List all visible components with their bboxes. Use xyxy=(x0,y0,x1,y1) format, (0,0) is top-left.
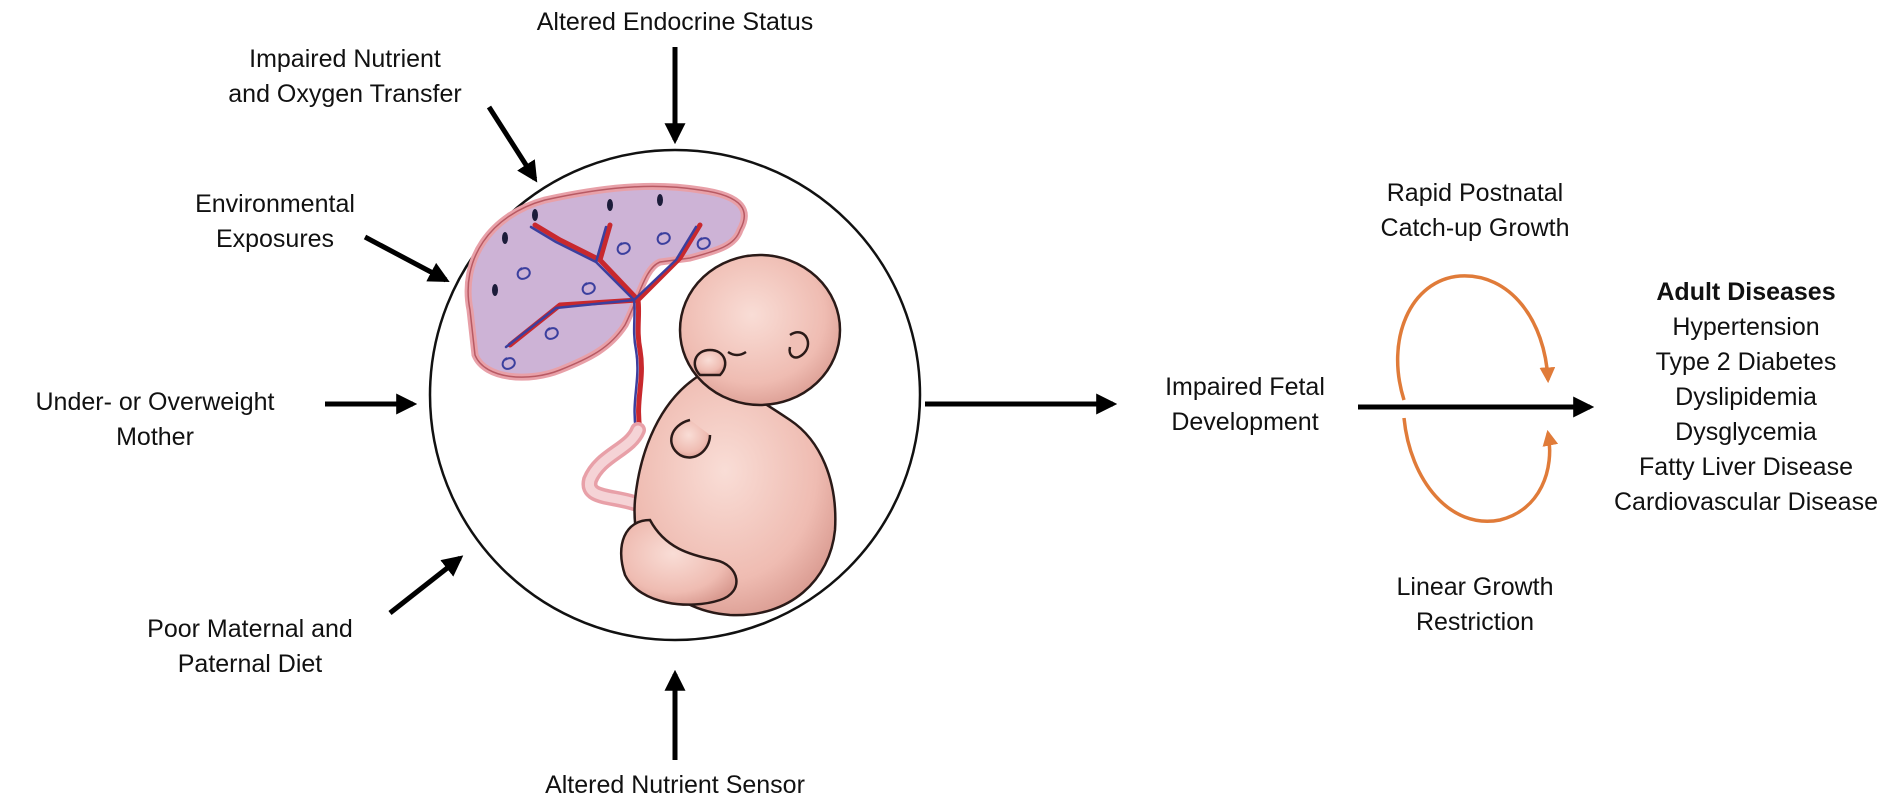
disease-item: Type 2 Diabetes xyxy=(1593,345,1899,380)
label-fetal-development-line2: Development xyxy=(1145,405,1345,440)
label-endocrine: Altered Endocrine Status xyxy=(520,5,830,40)
disease-item: Hypertension xyxy=(1593,310,1899,345)
label-fetal-development-line1: Impaired Fetal xyxy=(1145,370,1345,405)
label-diet-line2: Paternal Diet xyxy=(125,647,375,682)
label-environmental: Environmental Exposures xyxy=(175,187,375,257)
disease-item: Dysglycemia xyxy=(1593,415,1899,450)
cycle-arrow-bottom xyxy=(1404,418,1550,521)
label-diet-line1: Poor Maternal and xyxy=(125,612,375,647)
label-growth-restriction: Linear Growth Restriction xyxy=(1375,570,1575,640)
label-endocrine-text: Altered Endocrine Status xyxy=(520,5,830,40)
label-sensor: Altered Nutrient Sensor xyxy=(515,768,835,803)
cycle-arrow-top xyxy=(1398,276,1548,400)
label-restriction-line2: Restriction xyxy=(1375,605,1575,640)
arrow-environmental xyxy=(365,237,446,280)
label-environmental-line1: Environmental xyxy=(175,187,375,222)
label-catch-up-growth: Rapid Postnatal Catch-up Growth xyxy=(1365,176,1585,246)
adult-diseases-title: Adult Diseases xyxy=(1593,275,1899,310)
label-mother-line1: Under- or Overweight xyxy=(5,385,305,420)
label-mother: Under- or Overweight Mother xyxy=(5,385,305,455)
label-diet: Poor Maternal and Paternal Diet xyxy=(125,612,375,682)
label-sensor-text: Altered Nutrient Sensor xyxy=(515,768,835,803)
label-catch-up-line2: Catch-up Growth xyxy=(1365,211,1585,246)
label-nutrient-transfer-line2: and Oxygen Transfer xyxy=(200,77,490,112)
label-nutrient-transfer-line1: Impaired Nutrient xyxy=(200,42,490,77)
adult-diseases-list: Adult Diseases Hypertension Type 2 Diabe… xyxy=(1593,275,1899,520)
label-catch-up-line1: Rapid Postnatal xyxy=(1365,176,1585,211)
label-mother-line2: Mother xyxy=(5,420,305,455)
arrow-nutrient-transfer xyxy=(489,107,535,179)
label-environmental-line2: Exposures xyxy=(175,222,375,257)
label-nutrient-transfer: Impaired Nutrient and Oxygen Transfer xyxy=(200,42,490,112)
disease-item: Dyslipidemia xyxy=(1593,380,1899,415)
label-restriction-line1: Linear Growth xyxy=(1375,570,1575,605)
label-fetal-development: Impaired Fetal Development xyxy=(1145,370,1345,440)
arrow-diet xyxy=(390,558,460,613)
disease-item: Cardiovascular Disease xyxy=(1593,485,1899,520)
disease-item: Fatty Liver Disease xyxy=(1593,450,1899,485)
